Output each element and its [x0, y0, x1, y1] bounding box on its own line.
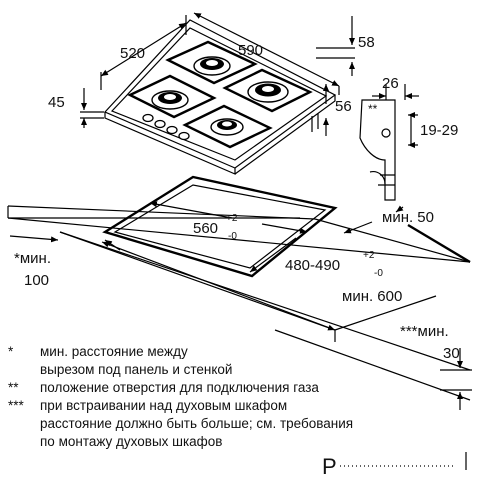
dim-min-30-value: 30 [443, 345, 460, 362]
note-2-line-1: положение отверстия для подключения газа [40, 380, 319, 395]
note-1-line-1: мин. расстояние между [40, 344, 188, 359]
gas-opening-marker: ** [368, 102, 378, 116]
dim-560: 560 [193, 220, 218, 237]
gas-connection-section [359, 84, 419, 201]
dim-480-490: 480-490 [285, 257, 340, 274]
dim-56: 56 [335, 98, 352, 115]
dim-cut-width: 560 +2 -0 [193, 213, 238, 242]
dim-min-50: мин. 50 [382, 209, 434, 226]
hob [103, 19, 337, 175]
dim-cut-depth: 480-490 +2 -0 [285, 250, 383, 279]
footnotes: * мин. расстояние между вырезом под пане… [8, 344, 353, 449]
burner-back-left [193, 56, 231, 76]
dim-480-490-tol-minus: -0 [374, 268, 383, 279]
corner-letter: P [322, 454, 337, 478]
dim-520: 520 [120, 45, 145, 62]
note-3-mark: *** [8, 398, 25, 413]
dim-min-600: мин. 600 [342, 288, 402, 305]
dim-590: 590 [238, 42, 263, 59]
burner-back-right [247, 81, 289, 103]
note-1-line-2: вырезом под панель и стенкой [40, 362, 232, 377]
dim-480-490-tol-plus: +2 [363, 250, 375, 261]
control-knobs [142, 113, 190, 141]
dim-45: 45 [48, 94, 65, 111]
note-3-line-2: расстояние должно быть больше; см. требо… [40, 416, 353, 431]
dim-560-tol-minus: -0 [228, 231, 237, 242]
dim-26: 26 [382, 75, 399, 92]
note-3-line-1: при встраивании над духовым шкафом [40, 398, 287, 413]
note-2-mark: ** [8, 380, 19, 395]
note-3-line-3: по монтажу духовых шкафов [40, 434, 222, 449]
dim-min-100-value: 100 [24, 272, 49, 289]
note-1-mark: * [8, 344, 14, 359]
dim-min-100-label: *мин. [14, 250, 51, 267]
dim-min-30-label: ***мин. [400, 323, 449, 340]
hob-dimensions [80, 12, 355, 136]
dim-58: 58 [358, 34, 375, 51]
burner-front-left [151, 90, 189, 110]
burner-front-right [210, 118, 244, 136]
dim-19-29: 19-29 [420, 122, 458, 139]
dim-560-tol-plus: +2 [226, 213, 238, 224]
cutout-dimensions [9, 201, 472, 470]
